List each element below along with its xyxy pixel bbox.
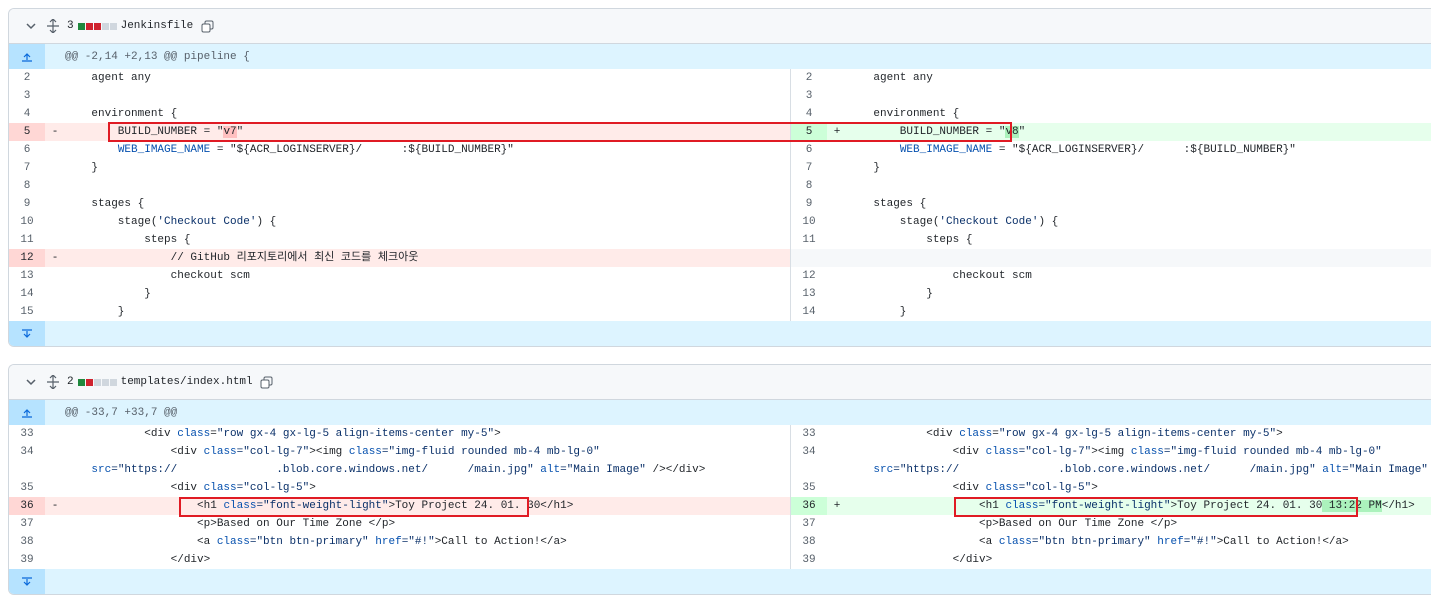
expand-icon[interactable] <box>45 18 61 34</box>
diff-row: 6 WEB_IMAGE_NAME = "${ACR_LOGINSERVER}/ … <box>9 141 1431 159</box>
change-count: 2 <box>67 376 74 388</box>
file-header: 2 templates/index.html <box>9 365 1431 400</box>
added-text: 13:22 PM <box>1322 500 1382 512</box>
hunk-footer <box>9 321 1431 346</box>
diff-row: 37 <p>Based on Our Time Zone </p> 37 <p>… <box>9 515 1431 533</box>
hunk-header: @@ -33,7 +33,7 @@ <box>9 400 1431 425</box>
diff-row: 7 } 7 } <box>9 159 1431 177</box>
hunk-text: @@ -2,14 +2,13 @@ pipeline { <box>65 50 250 63</box>
diff-row: 33 <div class="row gx-4 gx-lg-5 align-it… <box>9 425 1431 443</box>
chevron-down-icon[interactable] <box>23 18 39 34</box>
chevron-down-icon[interactable] <box>23 374 39 390</box>
file-header: 3 Jenkinsfile <box>9 9 1431 44</box>
hunk-header: @@ -2,14 +2,13 @@ pipeline { <box>9 44 1431 69</box>
hunk-text: @@ -33,7 +33,7 @@ <box>65 406 178 419</box>
added-text: v8 <box>1005 126 1019 138</box>
change-count: 3 <box>67 20 74 32</box>
expand-up-icon[interactable] <box>9 400 45 425</box>
diff-row: 9 stages { 9 stages { <box>9 195 1431 213</box>
file-name[interactable]: Jenkinsfile <box>120 20 194 32</box>
diffstat-bars <box>77 22 117 30</box>
file-name[interactable]: templates/index.html <box>120 376 253 388</box>
diff-row: 34 <div class="col-lg-7"><img class="img… <box>9 443 1431 479</box>
expand-down-icon[interactable] <box>9 321 45 346</box>
deleted-text: v7 <box>223 126 237 138</box>
diff-row: 38 <a class="btn btn-primary" href="#!">… <box>9 533 1431 551</box>
diff-row-changed: 5- BUILD_NUMBER = "v7" 5+ BUILD_NUMBER =… <box>9 123 1431 141</box>
copy-icon[interactable] <box>199 18 215 34</box>
diff-file-index-html: 2 templates/index.html @@ -33,7 +33,7 @@… <box>8 364 1431 595</box>
diff-row: 35 <div class="col-lg-5"> 35 <div class=… <box>9 479 1431 497</box>
copy-icon[interactable] <box>259 374 275 390</box>
diff-row-changed: 36- <h1 class="font-weight-light">Toy Pr… <box>9 497 1431 515</box>
diff-row: 11 steps { 11 steps { <box>9 231 1431 249</box>
diff-row-deleted: 12- // GitHub 리포지토리에서 최신 코드를 체크아웃 <box>9 249 1431 267</box>
hunk-footer <box>9 569 1431 594</box>
diff-row: 39 </div> 39 </div> <box>9 551 1431 569</box>
diff-row: 10 stage('Checkout Code') { 10 stage('Ch… <box>9 213 1431 231</box>
expand-down-icon[interactable] <box>9 569 45 594</box>
expand-up-icon[interactable] <box>9 44 45 69</box>
expand-icon[interactable] <box>45 374 61 390</box>
diff-row: 15 } 14 } <box>9 303 1431 321</box>
diff-file-jenkinsfile: 3 Jenkinsfile @@ -2,14 +2,13 @@ pipeline… <box>8 8 1431 347</box>
diff-row: 4 environment { 4 environment { <box>9 105 1431 123</box>
diff-row: 3 3 <box>9 87 1431 105</box>
diffstat-bars <box>77 378 117 386</box>
diff-row: 2 agent any 2 agent any <box>9 69 1431 87</box>
diff-row: 8 8 <box>9 177 1431 195</box>
diff-row: 13 checkout scm 12 checkout scm <box>9 267 1431 285</box>
diff-row: 14 } 13 } <box>9 285 1431 303</box>
